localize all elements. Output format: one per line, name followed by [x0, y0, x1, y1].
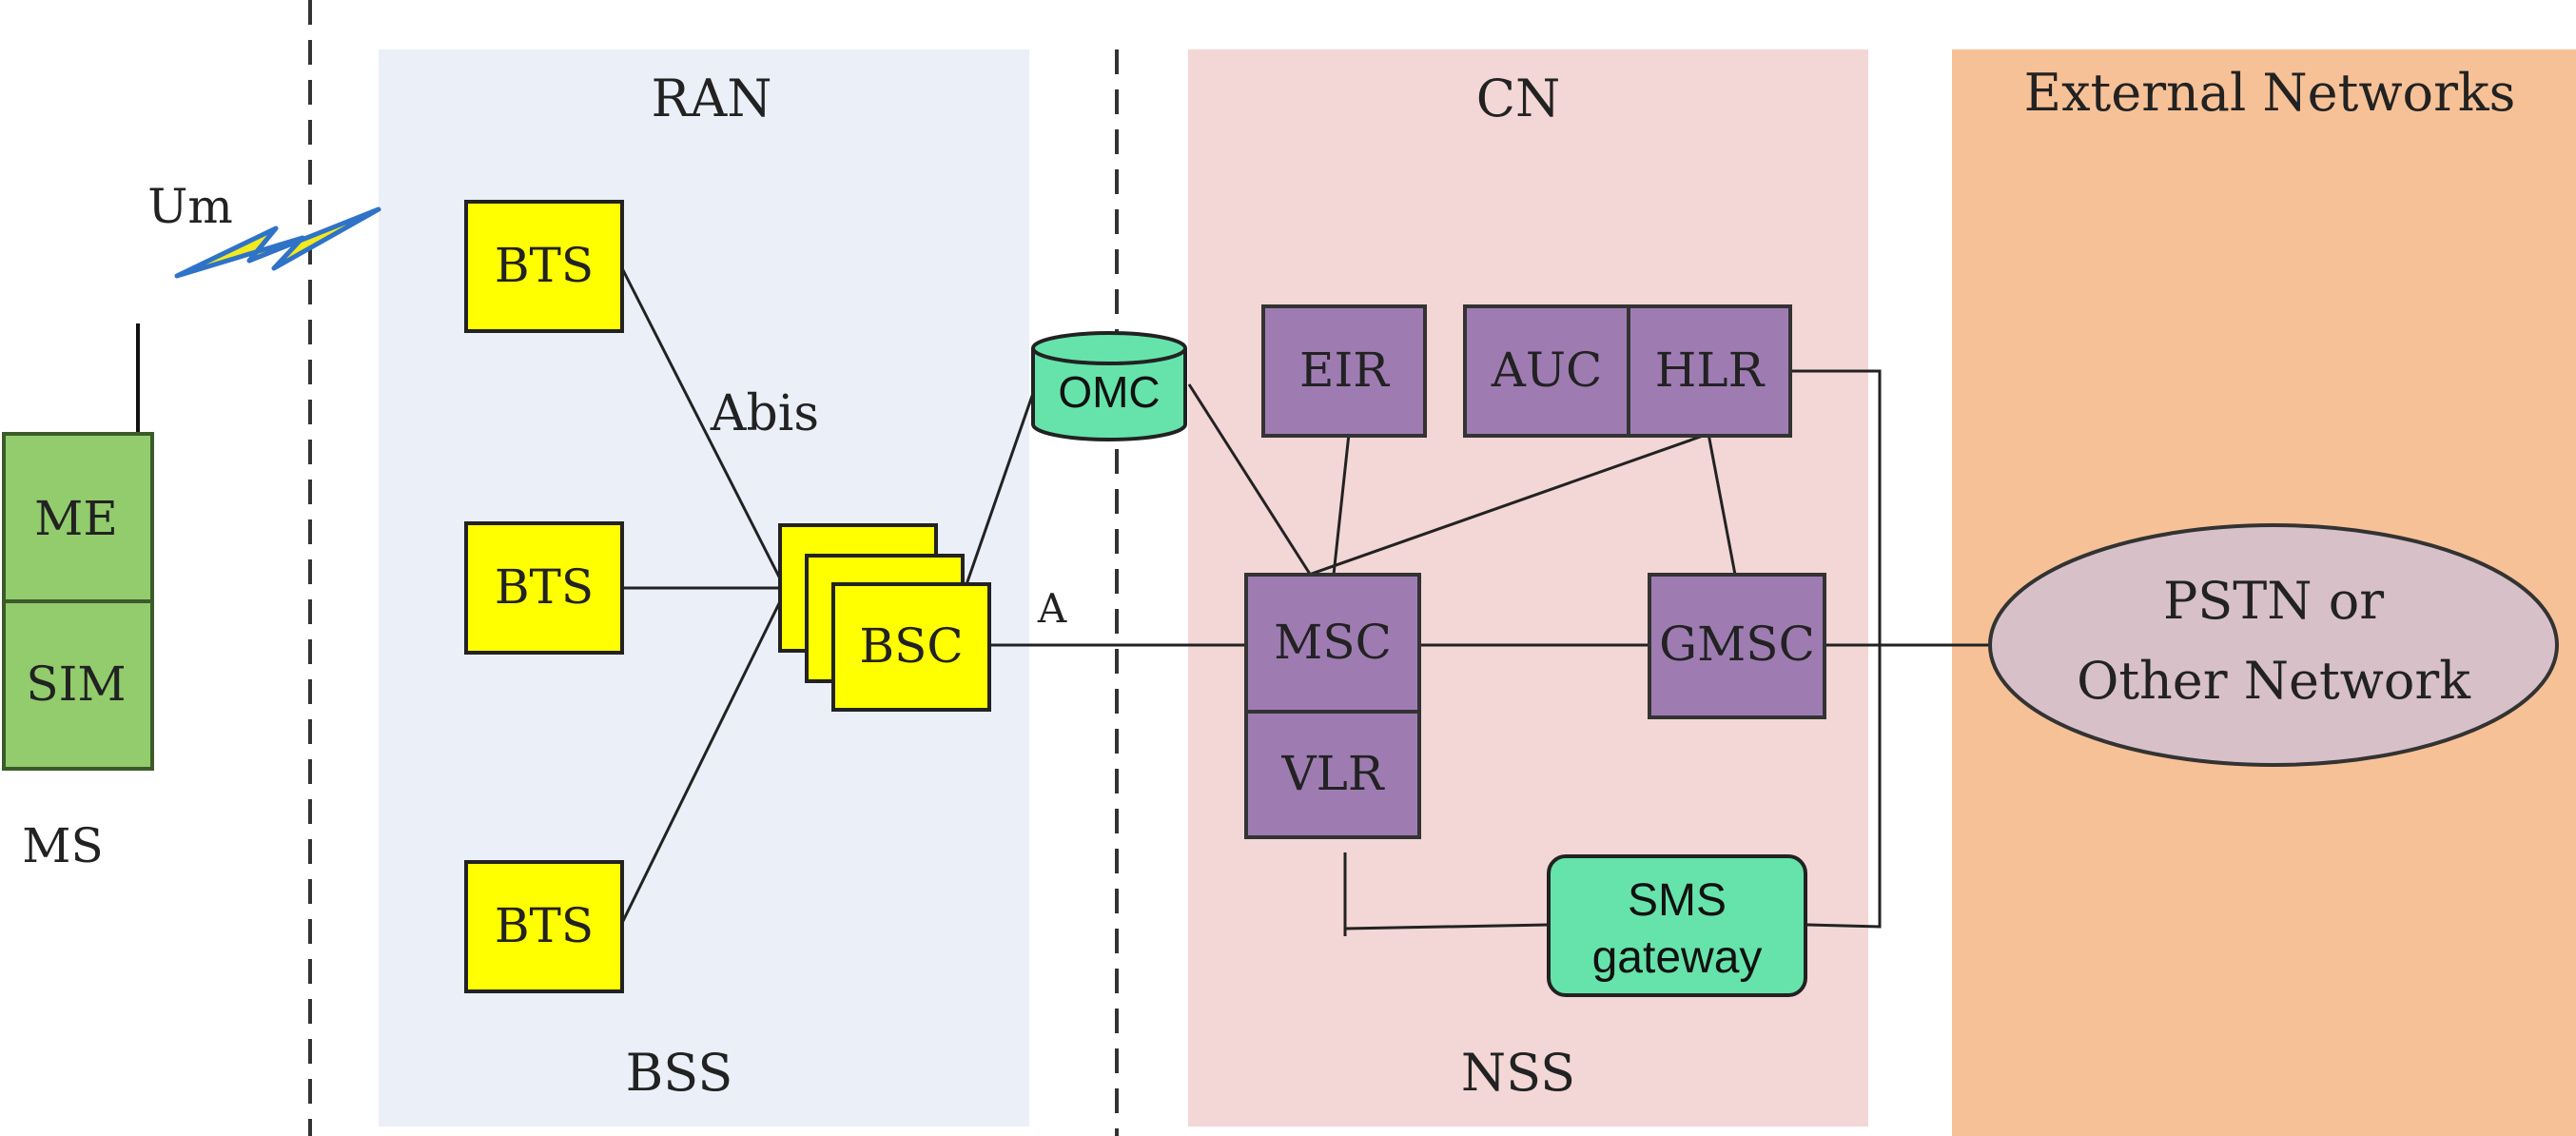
auc-label: AUC — [1491, 343, 1603, 398]
me-label: ME — [34, 491, 118, 546]
bts-node-3: BTS — [464, 860, 624, 993]
sim-label: SIM — [26, 656, 126, 712]
msc-node: MSC — [1244, 573, 1421, 714]
lightning-icon — [174, 206, 381, 279]
bts-label: BTS — [495, 898, 594, 953]
pstn-node: PSTN or Other Network — [1988, 523, 2559, 767]
sms-gateway-label-line1: SMS — [1628, 875, 1727, 926]
connection-lines — [620, 267, 1994, 936]
bts-node-1: BTS — [464, 200, 624, 333]
vlr-label: VLR — [1281, 746, 1385, 801]
omc-database: OMC — [1031, 331, 1187, 441]
gmsc-node: GMSC — [1648, 573, 1826, 719]
ms-label: MS — [22, 818, 103, 873]
bss-label: BSS — [626, 1043, 733, 1103]
abis-label: Abis — [710, 385, 819, 442]
eir-node: EIR — [1261, 304, 1427, 438]
bts-node-2: BTS — [464, 521, 624, 655]
pstn-label-line2: Other Network — [2077, 651, 2471, 711]
pstn-label-line1: PSTN or — [2163, 571, 2384, 631]
sms-gateway-node: SMS gateway — [1547, 854, 1807, 997]
eir-label: EIR — [1299, 343, 1390, 398]
hlr-node: HLR — [1627, 304, 1792, 438]
bsc-node: BSC — [778, 523, 991, 712]
um-label: Um — [147, 179, 233, 234]
vlr-node: VLR — [1244, 710, 1421, 839]
sms-gateway-label-line2: gateway — [1592, 932, 1763, 983]
a-interface-label: A — [1037, 585, 1067, 632]
omc-label: OMC — [1058, 367, 1160, 417]
auc-node: AUC — [1463, 304, 1630, 438]
cn-label: CN — [1476, 69, 1561, 128]
nss-label: NSS — [1461, 1043, 1575, 1103]
ran-label: RAN — [652, 69, 772, 128]
bsc-label: BSC — [859, 618, 963, 674]
sim-box — [2, 599, 154, 771]
bts-label: BTS — [495, 559, 594, 615]
external-networks-label: External Networks — [2024, 63, 2516, 123]
me-box — [2, 432, 154, 603]
msc-label: MSC — [1274, 615, 1392, 670]
hlr-label: HLR — [1655, 343, 1766, 398]
bts-label: BTS — [495, 238, 594, 293]
gmsc-label: GMSC — [1659, 617, 1815, 672]
